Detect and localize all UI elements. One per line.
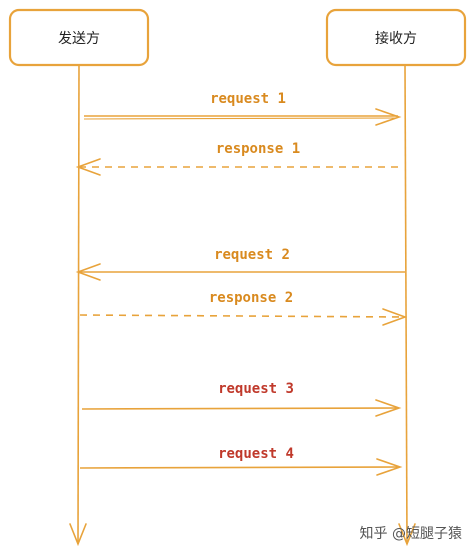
sender-label: 发送方 <box>58 31 100 47</box>
receiver-box <box>325 8 467 67</box>
message-arrowhead-request-1-icon <box>375 108 402 126</box>
receiver-label: 接收方 <box>375 30 417 47</box>
message-label-response-1: response 1 <box>216 141 300 157</box>
message-line-request-3 <box>81 407 399 410</box>
message-response-2: response 2 <box>79 290 408 326</box>
message-request-3: request 3 <box>81 381 402 417</box>
message-label-request-3: request 3 <box>218 381 294 397</box>
message-line-request-1-sketch <box>83 117 397 120</box>
message-arrowhead-response-2-icon <box>382 308 408 326</box>
message-arrowhead-request-3-icon <box>375 399 402 417</box>
message-line-request-4 <box>79 466 400 469</box>
message-line-response-2 <box>79 314 405 318</box>
message-request-1: request 1 <box>83 91 402 126</box>
message-arrowhead-response-1-icon <box>75 158 101 176</box>
message-label-response-2: response 2 <box>209 290 293 306</box>
sender-party: 发送方 <box>8 8 150 67</box>
message-label-request-1: request 1 <box>210 91 286 107</box>
message-label-request-4: request 4 <box>218 446 294 462</box>
message-request-2: request 2 <box>75 247 405 281</box>
message-arrowhead-request-2-icon <box>75 263 101 281</box>
receiver-lifeline-arrow-icon <box>398 523 416 547</box>
message-request-4: request 4 <box>79 446 403 476</box>
receiver-party: 接收方 <box>325 8 467 67</box>
receiver-lifeline <box>404 64 408 545</box>
message-label-request-2: request 2 <box>214 247 290 263</box>
message-response-1: response 1 <box>75 141 398 176</box>
watermark-text: 知乎 @短腿子猿 <box>360 525 462 542</box>
message-arrowhead-request-4-icon <box>376 458 403 476</box>
sender-lifeline-arrow-icon <box>69 523 87 547</box>
sender-lifeline <box>77 64 80 545</box>
